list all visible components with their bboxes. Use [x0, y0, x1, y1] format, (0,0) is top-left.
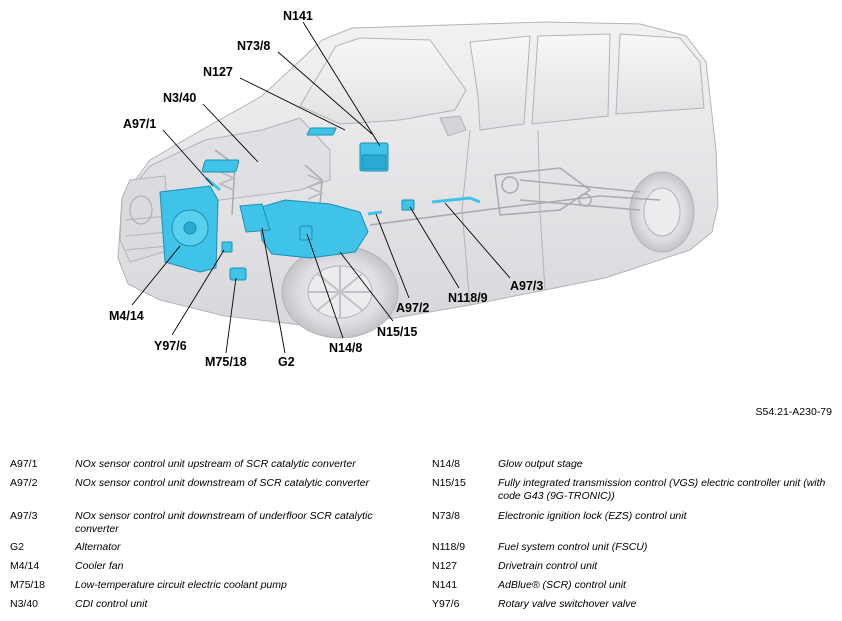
callout-n15-15: N15/15: [377, 325, 417, 339]
legend-description: Cooler fan: [75, 560, 124, 572]
legend-code: G2: [10, 541, 25, 553]
legend-code: A97/2: [10, 477, 38, 489]
cdi-control-unit: [201, 159, 240, 173]
legend-row: Y97/6 Rotary valve switchover valve: [432, 598, 837, 617]
callout-a97-1: A97/1: [123, 117, 156, 131]
legend-row: N3/40 CDI control unit: [10, 598, 420, 617]
downstream-nox-sensor: [367, 210, 383, 216]
legend-description: AdBlue® (SCR) control unit: [498, 579, 626, 591]
underfloor-nox-sensor: [431, 196, 481, 204]
legend-row: A97/2 NOx sensor control unit downstream…: [10, 477, 420, 510]
legend-row: N14/8 Glow output stage: [432, 458, 837, 477]
legend-description: NOx sensor control unit downstream of SC…: [75, 477, 370, 489]
legend-row: G2 Alternator: [10, 541, 420, 560]
legend-description: Alternator: [75, 541, 121, 553]
figure-reference-code: S54.21-A230-79: [755, 406, 832, 418]
legend-description: Fuel system control unit (FSCU): [498, 541, 648, 553]
legend-row: N15/15 Fully integrated transmission con…: [432, 477, 837, 510]
legend-row: N141 AdBlue® (SCR) control unit: [432, 579, 837, 598]
legend-code: M75/18: [10, 579, 46, 591]
callout-m4-14: M4/14: [109, 309, 144, 323]
callout-a97-2: A97/2: [396, 301, 429, 315]
switchover-valve: [221, 241, 233, 253]
legend-description: Glow output stage: [498, 458, 583, 470]
leader-lines: [131, 21, 511, 354]
coolant-pump: [229, 267, 247, 281]
legend-row: M4/14 Cooler fan: [10, 560, 420, 579]
legend-row: N73/8 Electronic ignition lock (EZS) con…: [432, 510, 837, 541]
vehicle-component-diagram: N141 N73/8 N127 N3/40 A97/1 M4/14 Y97/6 …: [109, 9, 719, 369]
legend-code: N118/9: [432, 541, 466, 553]
front-wheel: [281, 245, 399, 339]
callout-n3-40: N3/40: [163, 91, 196, 105]
callout-labels: N141 N73/8 N127 N3/40 A97/1 M4/14 Y97/6 …: [109, 9, 543, 369]
legend-code: A97/3: [10, 510, 38, 522]
legend-code: N14/8: [432, 458, 461, 470]
legend-code: A97/1: [10, 458, 38, 470]
legend-description: Rotary valve switchover valve: [498, 598, 637, 610]
legend-row: A97/3 NOx sensor control unit downstream…: [10, 510, 420, 541]
callout-n118-9: N118/9: [448, 291, 488, 305]
legend-row: M75/18 Low-temperature circuit electric …: [10, 579, 420, 598]
legend-right-column: N14/8 Glow output stage N15/15 Fully int…: [432, 458, 837, 617]
legend-left-column: A97/1 NOx sensor control unit upstream o…: [10, 458, 420, 617]
callout-n127: N127: [203, 65, 233, 79]
upstream-nox-sensor: [205, 176, 221, 192]
legend-code: Y97/6: [432, 598, 460, 610]
legend-row: N118/9 Fuel system control unit (FSCU): [432, 541, 837, 560]
legend-description: NOx sensor control unit upstream of SCR …: [75, 458, 356, 470]
legend-code: N141: [432, 579, 458, 591]
fuel-system-control-unit: [401, 199, 415, 211]
legend-row: N127 Drivetrain control unit: [432, 560, 837, 579]
legend-code: N3/40: [10, 598, 39, 610]
engine-transmission: [257, 199, 369, 259]
legend-description: CDI control unit: [75, 598, 148, 610]
legend-code: N73/8: [432, 510, 461, 522]
legend-description: Drivetrain control unit: [498, 560, 598, 572]
legend-row: A97/1 NOx sensor control unit upstream o…: [10, 458, 420, 477]
legend-code: N15/15: [432, 477, 466, 489]
legend-description: Low-temperature circuit electric coolant…: [75, 579, 287, 591]
legend-description: Electronic ignition lock (EZS) control u…: [498, 510, 687, 522]
legend-code: M4/14: [10, 560, 40, 572]
callout-n14-8: N14/8: [329, 341, 362, 355]
legend-description: NOx sensor control unit downstream of un…: [75, 510, 373, 535]
callout-y97-6: Y97/6: [154, 339, 187, 353]
callout-n141: N141: [283, 9, 313, 23]
callout-m75-18: M75/18: [205, 355, 247, 369]
rear-wheel: [629, 171, 695, 253]
callout-g2: G2: [278, 355, 295, 369]
glow-output-stage: [299, 225, 313, 241]
legend-code: N127: [432, 560, 458, 572]
callout-n73-8: N73/8: [237, 39, 270, 53]
callout-a97-3: A97/3: [510, 279, 543, 293]
highlighted-components: [159, 127, 481, 281]
drivetrain-control-unit: [306, 127, 337, 136]
legend-description: Fully integrated transmission control (V…: [498, 477, 826, 502]
